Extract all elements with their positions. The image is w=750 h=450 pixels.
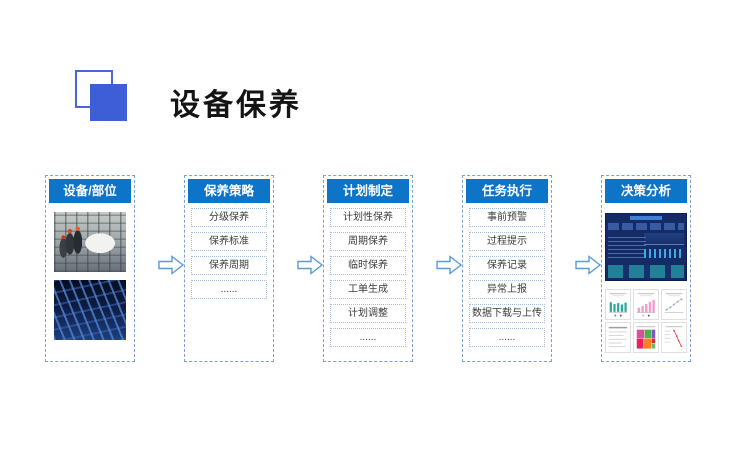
logo-filled-square-icon — [90, 84, 127, 121]
planning-item: 周期保养 — [330, 232, 406, 251]
flow-arrow-icon — [575, 255, 602, 275]
column-header: 计划制定 — [327, 179, 409, 203]
dashboard-kpi-row — [608, 223, 684, 230]
flow-column-strategy: 保养策略 分级保养 保养标准 保养周期 ...... — [184, 175, 274, 362]
strategy-item-ellipsis: ...... — [191, 280, 267, 299]
mini-bar-chart-green — [605, 289, 631, 320]
flow-column-planning: 计划制定 计划性保养 周期保养 临时保养 工单生成 计划调整 ...... — [323, 175, 413, 362]
dashboard-area-charts — [608, 265, 684, 278]
page-title: 设备保养 — [170, 89, 302, 122]
strategy-item: 保养周期 — [191, 256, 267, 275]
execution-item: 数据下载与上传 — [469, 304, 545, 323]
strategy-item: 分级保养 — [191, 208, 267, 227]
mini-treemap-chart — [633, 322, 659, 353]
flow-arrow-icon — [297, 255, 324, 275]
column-header: 设备/部位 — [49, 179, 131, 203]
execution-item: 事前预警 — [469, 208, 545, 227]
execution-item-ellipsis: ...... — [469, 328, 545, 347]
chart-thumbnails-grid — [605, 289, 687, 353]
flow-column-analysis: 决策分析 — [601, 175, 691, 362]
flow-arrow-icon — [436, 255, 463, 275]
execution-item: 异常上报 — [469, 280, 545, 299]
planning-item-ellipsis: ...... — [330, 328, 406, 347]
flow-column-execution: 任务执行 事前预警 过程提示 保养记录 异常上报 数据下载与上传 ...... — [462, 175, 552, 362]
bi-dashboard-preview — [605, 213, 687, 281]
dashboard-titlebar — [630, 216, 662, 220]
mini-trend-line-chart — [661, 322, 687, 353]
mini-bar-chart-pink — [633, 289, 659, 320]
planning-item: 临时保养 — [330, 256, 406, 275]
dashboard-bar-chart — [644, 247, 684, 258]
execution-item: 保养记录 — [469, 256, 545, 275]
planning-item: 计划调整 — [330, 304, 406, 323]
mini-table-chart — [605, 322, 631, 353]
planning-item: 计划性保养 — [330, 208, 406, 227]
industrial-plant-photo — [54, 212, 126, 272]
blue-piping-photo — [54, 280, 126, 340]
planning-item: 工单生成 — [330, 280, 406, 299]
flow-column-equipment: 设备/部位 — [45, 175, 135, 362]
column-header: 决策分析 — [605, 179, 687, 203]
column-header: 任务执行 — [466, 179, 548, 203]
dashboard-table-panel — [608, 234, 646, 258]
flow-arrow-icon — [158, 255, 185, 275]
mini-scatter-chart — [661, 289, 687, 320]
execution-item: 过程提示 — [469, 232, 545, 251]
strategy-item: 保养标准 — [191, 232, 267, 251]
dashboard-line-chart — [644, 233, 684, 245]
column-header: 保养策略 — [188, 179, 270, 203]
